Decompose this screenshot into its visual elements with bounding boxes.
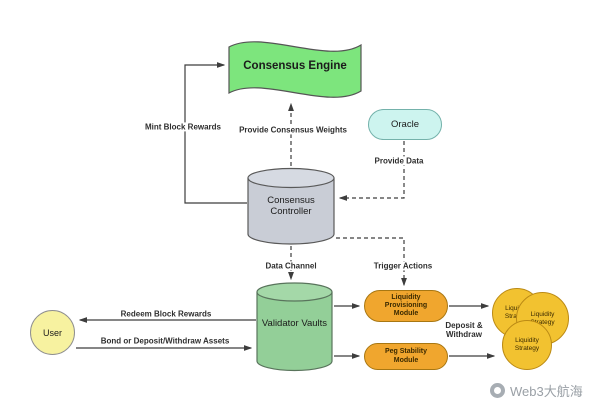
watermark-text: Web3大航海 xyxy=(510,384,583,399)
edge-provide-data xyxy=(338,141,405,201)
oracle-label: Oracle xyxy=(391,119,419,130)
edge-label-mint-block-rewards: Mint Block Rewards xyxy=(143,122,223,132)
node-oracle: Oracle xyxy=(368,109,442,140)
watermark: Web3大航海 xyxy=(490,381,583,400)
node-liquidity-provisioning-module: Liquidity Provisioning Module xyxy=(364,290,448,322)
liquidity-strategy-label: Liquidity Strategy xyxy=(514,337,540,352)
node-consensus-controller: Consensus Controller xyxy=(247,167,335,245)
node-liquidity-strategy-front: Liquidity Strategy xyxy=(502,320,552,370)
node-validator-vaults: Validator Vaults xyxy=(256,282,333,372)
edge-mint-block-rewards xyxy=(184,62,247,204)
consensus-engine-label: Consensus Engine xyxy=(243,60,347,72)
edge-label-deposit-and-withdraw: Deposit & Withdraw xyxy=(440,320,488,340)
node-user: User xyxy=(30,310,75,355)
peg-stability-module-label: Peg Stability Module xyxy=(384,348,427,364)
edge-label-data-channel: Data Channel xyxy=(264,261,318,271)
edge-label-bond-or-deposit: Bond or Deposit/Withdraw Assets xyxy=(99,336,231,346)
edge-label-provide-data: Provide Data xyxy=(373,156,425,166)
edge-label-provide-consensus-weights: Provide Consensus Weights xyxy=(238,125,348,135)
liquidity-provisioning-module-label: Liquidity Provisioning Module xyxy=(384,293,428,318)
consensus-controller-label: Consensus Controller xyxy=(267,195,315,218)
node-peg-stability-module: Peg Stability Module xyxy=(364,343,448,370)
user-label: User xyxy=(42,327,62,338)
liquidity-strategy-label: Liquidity Strategy xyxy=(530,310,555,326)
node-consensus-engine: Consensus Engine xyxy=(228,33,362,105)
validator-vaults-label: Validator Vaults xyxy=(261,318,328,329)
controller-cylinder-icon xyxy=(247,167,335,245)
watermark-logo-icon xyxy=(490,383,505,398)
consensus-engine-shape-icon xyxy=(228,41,362,98)
edge-label-redeem-block-rewards: Redeem Block Rewards xyxy=(119,309,213,319)
edge-label-trigger-actions: Trigger Actions xyxy=(372,261,434,271)
vaults-cylinder-icon xyxy=(256,282,333,372)
